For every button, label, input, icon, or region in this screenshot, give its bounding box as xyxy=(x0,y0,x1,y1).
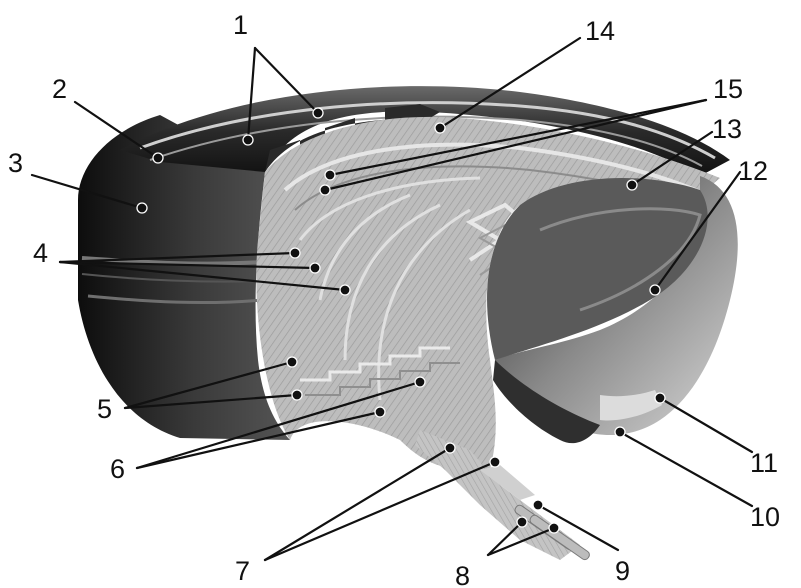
tire-sidewall xyxy=(78,115,290,440)
leader-line-5 xyxy=(123,393,299,410)
marker-dot-9 xyxy=(532,499,544,511)
leader-line-11 xyxy=(658,396,754,454)
sidewall-groove xyxy=(87,294,263,305)
bead-wire xyxy=(529,514,590,561)
leader-line-4 xyxy=(58,260,317,270)
leader-line-15 xyxy=(323,98,708,192)
leader-line-1 xyxy=(253,46,320,115)
tread-groove xyxy=(149,115,703,167)
leader-lines xyxy=(30,36,754,562)
tread-cut-edge xyxy=(265,104,440,172)
rim-flange xyxy=(600,390,662,421)
leader-line-12 xyxy=(653,170,742,292)
bead-region xyxy=(493,360,600,444)
marker-dot-15 xyxy=(319,184,331,196)
leader-line-6 xyxy=(135,380,422,470)
callout-number-15: 15 xyxy=(713,74,743,104)
chafer-steps xyxy=(300,346,450,382)
leader-line-13 xyxy=(630,130,714,187)
callout-number-9: 9 xyxy=(615,556,630,586)
callout-number-3: 3 xyxy=(8,148,23,178)
leader-line-14 xyxy=(438,36,582,130)
marker-dot-10 xyxy=(614,426,626,438)
marker-dot-4 xyxy=(289,247,301,259)
marker-dot-13 xyxy=(626,179,638,191)
marker-dot-5 xyxy=(291,389,303,401)
callout-number-14: 14 xyxy=(585,16,615,46)
tire-illustration xyxy=(78,86,738,561)
leader-line-4 xyxy=(58,260,347,292)
leader-line-10 xyxy=(618,430,754,508)
leader-line-5 xyxy=(123,360,294,410)
marker-dot-4 xyxy=(309,262,321,274)
leader-line-9 xyxy=(536,503,620,552)
sidewall-groove xyxy=(81,273,263,283)
leader-line-15 xyxy=(328,98,708,177)
marker-dot-2 xyxy=(152,152,164,164)
bead-filler xyxy=(480,465,535,500)
marker-dot-1 xyxy=(242,134,254,146)
leader-line-7 xyxy=(263,446,452,562)
callout-number-6: 6 xyxy=(110,454,125,484)
marker-dot-15 xyxy=(324,169,336,181)
marker-dot-6 xyxy=(374,406,386,418)
callout-number-5: 5 xyxy=(97,394,112,424)
ply-band xyxy=(377,208,471,401)
leader-line-1 xyxy=(246,46,257,142)
marker-dot-11 xyxy=(654,392,666,404)
marker-dot-3 xyxy=(136,202,148,214)
callout-number-8: 8 xyxy=(455,561,470,588)
ply-band xyxy=(318,193,411,301)
ply-band xyxy=(343,203,441,361)
ply-section xyxy=(256,116,720,470)
callout-number-11: 11 xyxy=(750,448,778,478)
marker-dot-7 xyxy=(444,442,456,454)
chafer-steps xyxy=(305,362,460,396)
marker-dot-8 xyxy=(516,516,528,528)
tread-groove xyxy=(139,101,716,160)
callout-numbers: 1 2 3 4 5 6 7 8 9 10 11 12 13 14 15 xyxy=(8,10,780,588)
ply-band xyxy=(283,142,701,194)
inner-liner-highlight xyxy=(539,207,702,312)
leader-line-8 xyxy=(486,520,524,557)
leader-line-2 xyxy=(73,100,160,160)
callout-number-2: 2 xyxy=(52,74,67,104)
leader-line-8 xyxy=(486,526,556,557)
callout-number-7: 7 xyxy=(235,556,250,586)
callout-number-13: 13 xyxy=(712,114,742,144)
leader-line-3 xyxy=(30,173,144,210)
callout-number-4: 4 xyxy=(33,238,48,268)
callout-number-12: 12 xyxy=(738,156,768,186)
inner-liner xyxy=(495,176,738,435)
marker-dot-7 xyxy=(489,456,501,468)
marker-dot-14 xyxy=(434,122,446,134)
leader-line-7 xyxy=(263,460,497,562)
marker-dot-8 xyxy=(548,522,560,534)
inner-liner-cavity xyxy=(487,178,708,360)
callout-number-10: 10 xyxy=(750,502,780,532)
marker-dot-1 xyxy=(312,107,324,119)
marker-dot-4 xyxy=(339,284,351,296)
leader-dots xyxy=(136,107,666,534)
leader-line-6 xyxy=(135,410,382,470)
ply-band xyxy=(298,176,481,241)
callout-number-1: 1 xyxy=(233,10,248,40)
marker-dot-6 xyxy=(414,376,426,388)
leader-line-4 xyxy=(58,251,297,264)
marker-dot-12 xyxy=(649,284,661,296)
marker-dot-5 xyxy=(286,356,298,368)
